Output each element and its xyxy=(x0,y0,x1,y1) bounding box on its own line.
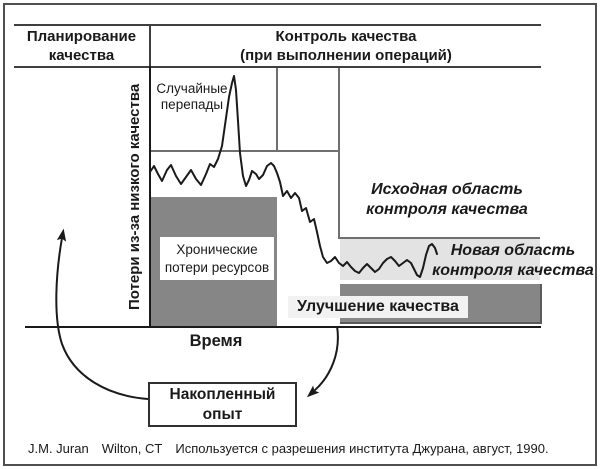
caption-author: J.M. Juran xyxy=(28,441,89,456)
new-zone-label-line1: Новая область xyxy=(450,242,576,259)
lessons-learned-line2: опыт xyxy=(202,405,243,423)
chronic-waste-label: Хронические потери ресурсов xyxy=(160,237,274,280)
y-axis-label: Потери из-за низкого качества xyxy=(126,83,143,311)
planning-header-line1: Планирование xyxy=(26,28,137,45)
header-divider-rule xyxy=(149,24,151,68)
original-zone-label-line2: контроля качества xyxy=(366,200,528,218)
x-axis-line xyxy=(25,326,541,328)
quality-improvement-label: Улучшение качества xyxy=(288,296,468,318)
control-header: Контроль качества (при выполнении операц… xyxy=(151,27,541,65)
control-header-line2: (при выполнении операций) xyxy=(240,47,452,65)
new-zone-label-line2: контроля качества xyxy=(432,261,594,279)
outer-border xyxy=(3,3,597,466)
lessons-learned-box: Накопленный опыт xyxy=(148,382,297,427)
source-caption: J.M. Juran Wilton, CT Используется с разре… xyxy=(28,441,549,456)
sporadic-spikes-label-line2: перепады xyxy=(160,96,224,112)
planning-header: Планирование качества xyxy=(14,27,149,65)
original-zone-label-line1: Исходная область xyxy=(371,181,523,198)
zone-step-vertical-line xyxy=(338,152,340,239)
header-top-rule xyxy=(14,24,541,26)
control-header-line1: Контроль качества xyxy=(275,28,417,45)
new-zone-label: Новая область контроля качества xyxy=(431,241,595,280)
caption-location: Wilton, CT xyxy=(101,441,163,456)
chronic-waste-label-line2: потери ресурсов xyxy=(164,259,270,275)
original-zone-label: Исходная область контроля качества xyxy=(357,180,537,219)
control-grid-vertical-1 xyxy=(276,68,278,152)
original-zone-upper-limit-line xyxy=(150,150,340,152)
lessons-learned-line1: Накопленный xyxy=(169,386,276,404)
sporadic-spikes-label-line1: Случайные xyxy=(156,81,228,96)
new-zone-upper-limit-line xyxy=(340,237,540,239)
control-grid-vertical-2 xyxy=(338,68,340,152)
caption-note: Используется с разрешения института Джур… xyxy=(175,441,549,456)
x-axis-label: Время xyxy=(189,332,243,350)
planning-header-line2: качества xyxy=(48,47,115,65)
header-bottom-rule xyxy=(14,66,541,68)
chronic-waste-label-line1: Хронические xyxy=(176,241,258,257)
sporadic-spikes-label: Случайные перепады xyxy=(150,81,234,113)
